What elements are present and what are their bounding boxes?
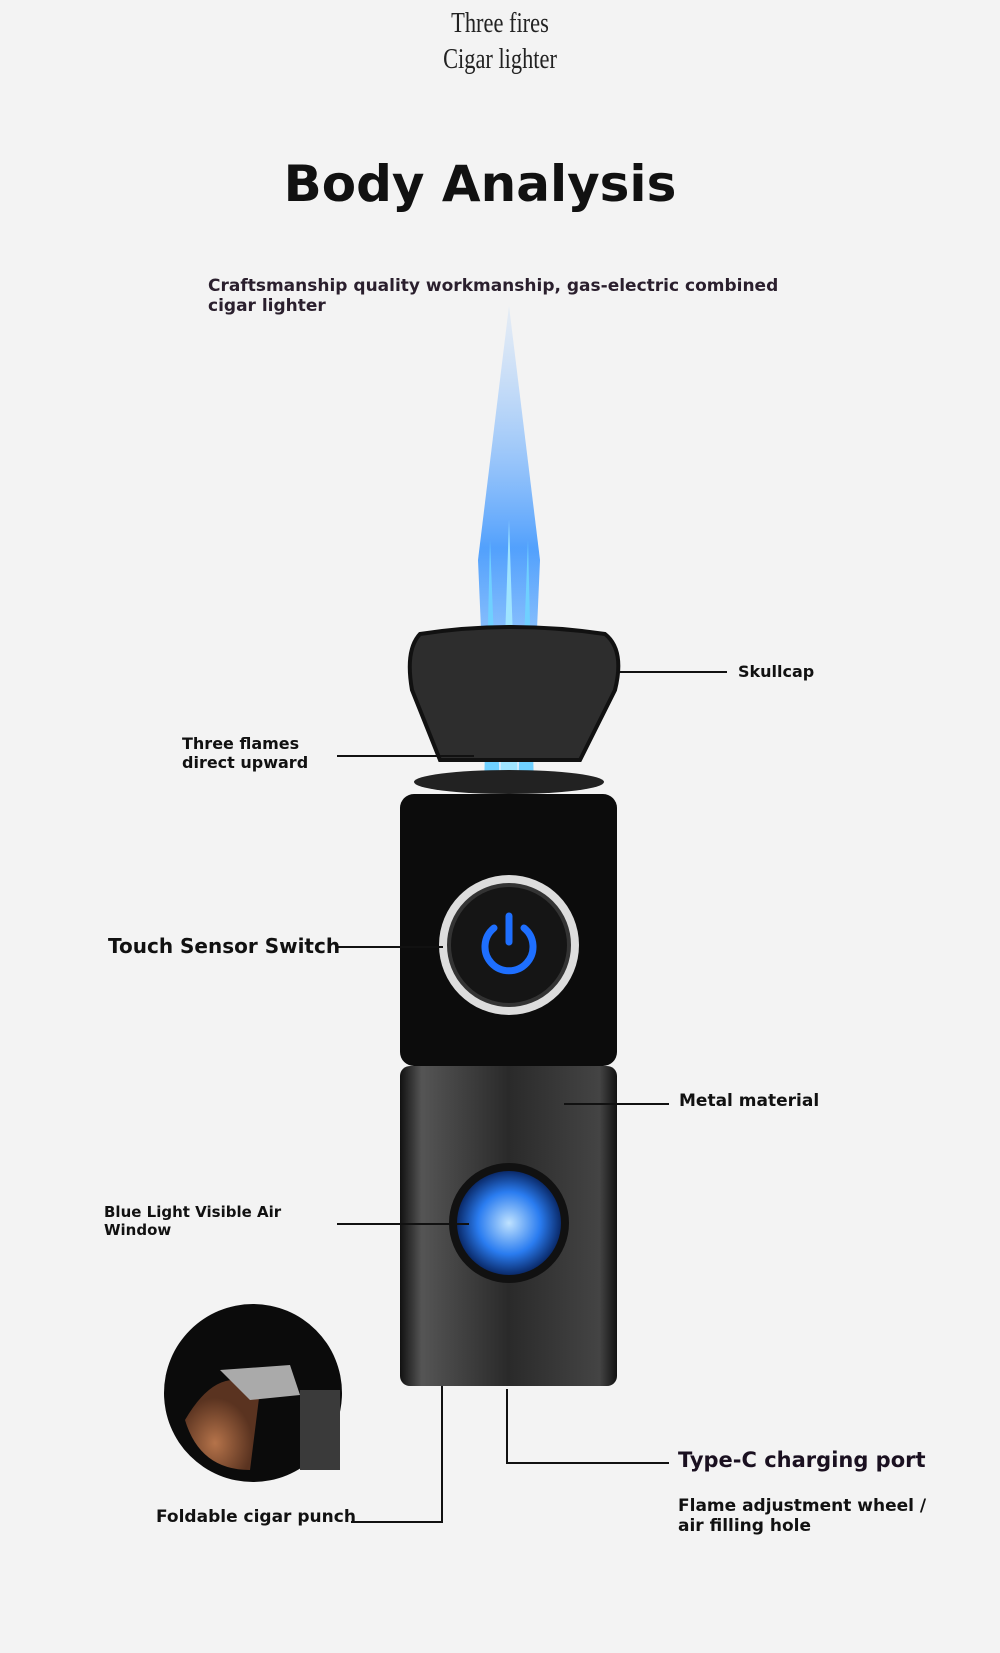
label-flame-wheel: Flame adjustment wheel / air filling hol… <box>678 1496 927 1536</box>
skullcap-pointer <box>617 671 727 673</box>
touch-switch-pointer <box>337 946 443 948</box>
header-line-1: Three fires <box>451 8 549 39</box>
metal-pointer <box>564 1103 669 1105</box>
label-skullcap: Skullcap <box>738 662 815 681</box>
label-three-flames: Three flames direct upward <box>182 734 309 772</box>
subtitle: Craftsmanship quality workmanship, gas-e… <box>208 276 779 316</box>
label-metal: Metal material <box>679 1091 820 1111</box>
label-cigar-punch: Foldable cigar punch <box>156 1507 356 1527</box>
cigar-punch-pointer-vertical <box>441 1386 443 1523</box>
power-icon <box>481 912 537 975</box>
cigar-punch-pointer <box>351 1521 443 1523</box>
air-window <box>457 1171 561 1275</box>
air-window-pointer <box>337 1223 469 1225</box>
skullcap <box>407 625 621 762</box>
label-touch-switch: Touch Sensor Switch <box>108 934 341 958</box>
three-flames-pointer <box>337 755 474 757</box>
label-air-window: Blue Light Visible Air Window <box>104 1203 282 1239</box>
header-line-2: Cigar lighter <box>443 44 557 75</box>
label-type-c: Type-C charging port <box>678 1448 926 1472</box>
type-c-pointer <box>506 1462 669 1464</box>
type-c-pointer-vertical <box>506 1389 508 1464</box>
page-title: Body Analysis <box>283 155 677 213</box>
